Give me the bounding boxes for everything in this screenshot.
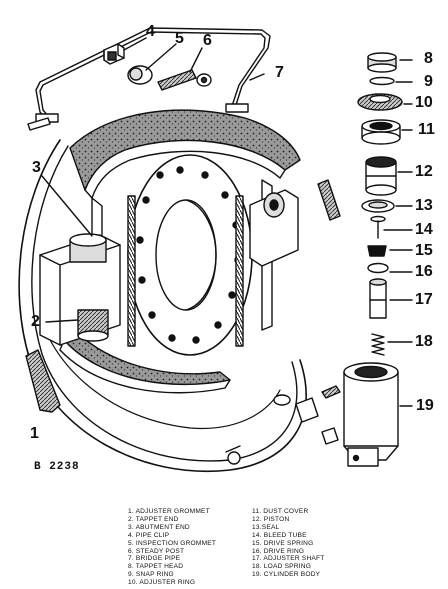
legend-item: 4. PIPE CLIP [128,531,170,539]
legend-item: 6. STEADY POST [128,547,185,555]
left-pull-spring [127,195,136,347]
callout-8: 8 [424,50,433,67]
callout-9: 9 [424,73,433,90]
callout-12: 12 [415,163,433,180]
piston-part [365,156,397,196]
legend-item: 2. TAPPET END [128,515,179,523]
pipe-clip-part [103,43,125,65]
callout-1: 1 [30,425,39,442]
legend-item: 14. BLEED TUBE [252,531,307,539]
snap-ring-part [369,76,395,86]
cylinder-body-part [343,362,399,467]
callout-13: 13 [415,197,433,214]
callout-10: 10 [415,94,433,111]
seal-part [361,199,395,213]
callout-7: 7 [275,64,284,81]
abutment-wheel-cylinder [39,233,121,346]
upper-wheel-cylinder [249,189,299,267]
right-pull-spring [235,195,244,347]
callout-6: 6 [203,32,212,49]
legend-item: 1. ADJUSTER GROMMET [128,508,210,515]
legend-item: 16. DRIVE RING [252,547,305,555]
callout-14: 14 [415,221,433,238]
legend-item: 17. ADJUSTER SHAFT [252,555,325,563]
drive-ring-part [367,262,389,274]
adjuster-shaft-part [369,278,387,319]
tappet-head-part [367,52,397,73]
callout-16: 16 [415,263,433,280]
callout-4: 4 [146,23,155,40]
callout-17: 17 [415,291,433,308]
bridge-pipe-part [35,27,271,123]
hub-flange [127,154,253,356]
legend-item: 12. PISTON [252,515,290,523]
upper-brake-shoe [69,109,301,199]
steady-post-part [157,69,212,91]
legend-item: 9. SNAP RING [128,571,174,579]
legend-item: 5. INSPECTION GROMMET [128,539,217,547]
dust-cover-part [361,119,401,145]
callout-15: 15 [415,242,433,259]
callout-18: 18 [415,333,433,350]
adjuster-grommet-part [25,349,61,413]
legend-item: 7. BRIDGE PIPE [128,555,181,563]
figure-reference: B 2238 [34,461,80,473]
callout-5: 5 [175,30,184,47]
legend-left-column: 1. ADJUSTER GROMMET 2. TAPPET END 3. ABU… [128,508,216,587]
legend-item: 11. DUST COVER [252,508,309,515]
legend-right-column: 11. DUST COVER 12. PISTON 13.SEAL 14. BL… [252,508,324,579]
legend-item: 10. ADJUSTER RING [128,579,196,587]
callout-19: 19 [416,397,434,414]
callout-3: 3 [32,159,41,176]
callout-11: 11 [418,121,435,138]
load-spring-part [371,333,385,356]
callout-2: 2 [31,313,40,330]
bleed-tube-part [370,215,386,239]
legend-item: 15. DRIVE SPRING [252,539,314,547]
legend-item: 8. TAPPET HEAD [128,563,184,571]
drive-spring-part [367,245,387,257]
adjuster-ring-part [357,93,403,111]
legend-item: 18. LOAD SPRING [252,563,312,571]
legend-item: 13.SEAL [252,523,280,531]
back-plate [18,139,307,472]
legend-item: 19. CYLINDER BODY [252,571,321,579]
legend-item: 3. ABUTMENT END [128,523,190,531]
